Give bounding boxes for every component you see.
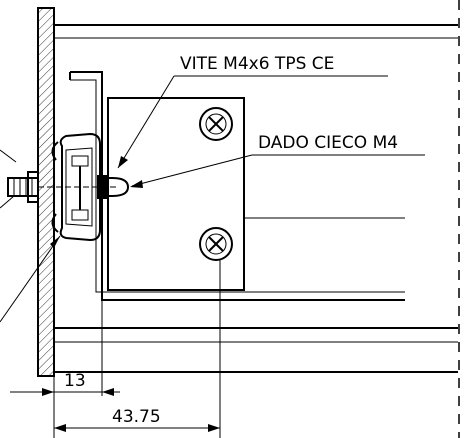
clip-assembly [51, 132, 101, 242]
wall-panel [37, 7, 55, 377]
cap-nut [97, 175, 130, 199]
bracket [69, 71, 405, 301]
rail-lines [53, 8, 458, 376]
nut-callout-label: DADO CIECO M4 [258, 133, 398, 153]
screw-leader [117, 75, 388, 169]
nut-leader [130, 154, 425, 188]
dimension-large: 43.75 [112, 407, 161, 427]
screw-head-bottom [199, 227, 233, 261]
screw-head-top [199, 107, 233, 141]
mounting-plate [107, 97, 405, 291]
left-leaders [0, 149, 61, 323]
dimension-lines [10, 260, 221, 438]
screw-callout-label: VITE M4x6 TPS CE [180, 54, 334, 74]
dimension-small: 13 [64, 371, 86, 391]
